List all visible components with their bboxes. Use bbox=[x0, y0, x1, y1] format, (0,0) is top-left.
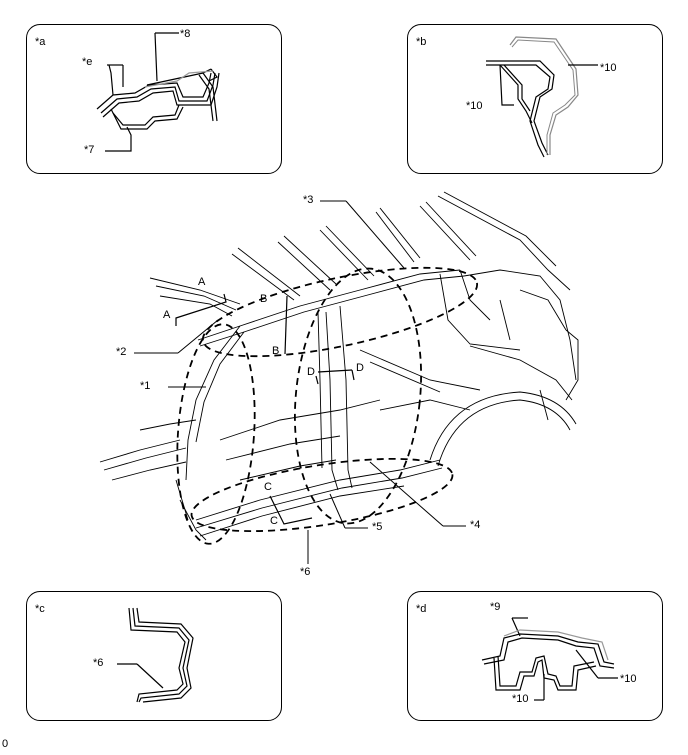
callout-e: *e bbox=[82, 56, 93, 68]
panel-a-label: *a bbox=[35, 36, 46, 48]
panel-d-label: *d bbox=[416, 603, 427, 615]
callout-5: *5 bbox=[372, 521, 383, 533]
section-mark-a-top: A bbox=[198, 276, 206, 288]
callout-8: *8 bbox=[180, 28, 191, 40]
detail-panel-b: *b *10 *10 bbox=[407, 24, 663, 174]
section-mark-b-top: B bbox=[260, 293, 268, 305]
panel-b-label: *b bbox=[416, 36, 427, 48]
callout-10-lower: *10 bbox=[466, 100, 483, 112]
reference-code: 0 bbox=[2, 738, 9, 750]
callout-9: *9 bbox=[490, 601, 501, 613]
section-mark-d-right: D bbox=[356, 362, 364, 374]
callout-6-main: *6 bbox=[300, 566, 311, 578]
section-mark-d-left: D bbox=[307, 366, 315, 378]
callout-10-bottom: *10 bbox=[512, 693, 529, 705]
section-mark-c-top: C bbox=[264, 481, 272, 493]
cross-section-a-drawing bbox=[96, 32, 220, 152]
callout-4: *4 bbox=[470, 519, 481, 531]
callout-6-detail: *6 bbox=[93, 657, 104, 669]
detail-panel-a: *a *e *8 *7 bbox=[26, 24, 282, 174]
cross-section-c-drawing bbox=[117, 607, 194, 703]
detail-panel-d: *d *9 *10 *10 bbox=[407, 591, 663, 721]
callout-7: *7 bbox=[84, 144, 95, 156]
callout-10-right: *10 bbox=[620, 673, 637, 685]
cross-section-b-drawing bbox=[486, 36, 598, 158]
section-mark-a-bottom: A bbox=[163, 309, 171, 321]
callout-10-upper: *10 bbox=[600, 62, 617, 74]
callout-3: *3 bbox=[303, 194, 314, 206]
callout-1: *1 bbox=[140, 380, 151, 392]
section-mark-b-bottom: B bbox=[272, 345, 280, 357]
section-mark-c-bottom: C bbox=[270, 515, 278, 527]
cross-section-d-drawing bbox=[481, 617, 618, 701]
callout-2: *2 bbox=[116, 346, 127, 358]
detail-panel-c: *c *6 bbox=[26, 591, 282, 721]
panel-c-label: *c bbox=[35, 603, 45, 615]
